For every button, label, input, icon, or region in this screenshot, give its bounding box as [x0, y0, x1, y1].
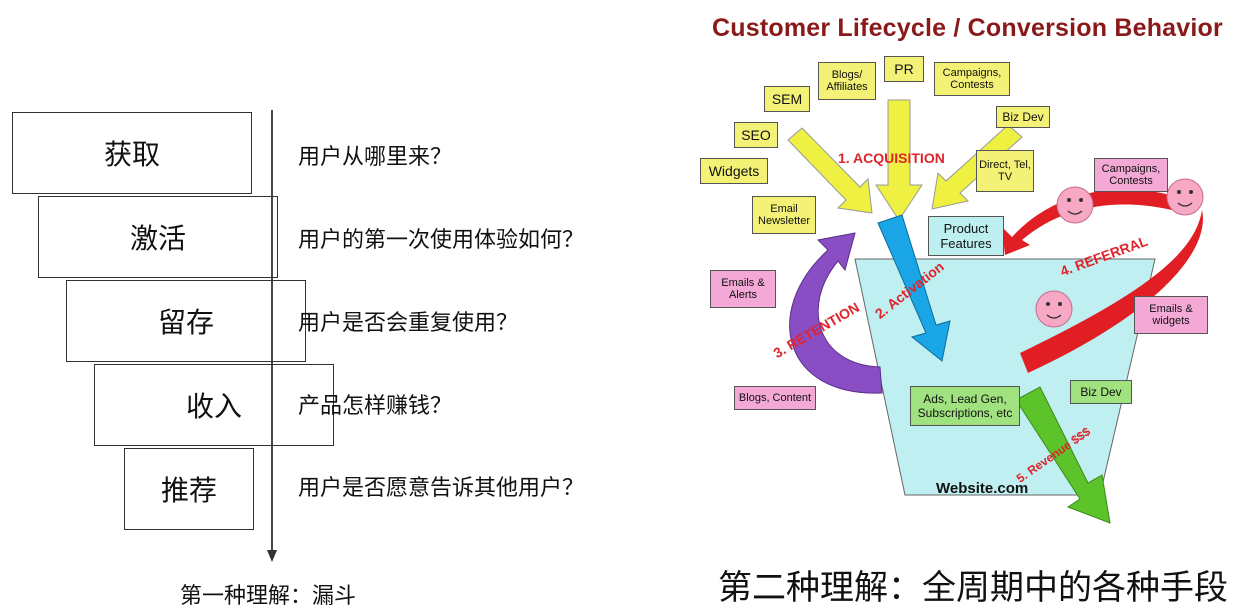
funnel-question: 用户的第一次使用体验如何？ — [298, 228, 585, 253]
funnel-question: 用户是否愿意告诉其他用户？ — [298, 476, 585, 501]
retention-arrow — [789, 232, 883, 394]
smiley-icon — [1035, 178, 1204, 328]
lifecycle-title: Customer Lifecycle / Conversion Behavior — [712, 14, 1223, 42]
source-sem: SEM — [764, 86, 810, 112]
funnel-step-label: 推荐 — [160, 474, 217, 507]
website-label: Website.com — [936, 480, 1029, 497]
funnel-step-label: 激活 — [129, 222, 186, 255]
source-pr: PR — [884, 56, 924, 82]
revenue-arrow — [1015, 386, 1111, 524]
funnel-step-label: 获取 — [103, 138, 160, 171]
source-seo: SEO — [734, 122, 778, 148]
funnel-axis-arrow — [267, 110, 277, 562]
funnel-step-label: 收入 — [185, 390, 242, 423]
funnel-step-retention: 留存 — [66, 280, 306, 362]
funnel-question: 产品怎样赚钱？ — [298, 394, 453, 419]
source-biz-dev: Biz Dev — [996, 106, 1050, 128]
funnel-step-acquisition: 获取 — [12, 112, 252, 194]
revenue-biz-dev: Biz Dev — [1070, 380, 1132, 404]
funnel-step-referral: 推荐 — [124, 448, 254, 530]
retention-emails-alerts: Emails & Alerts — [710, 270, 776, 308]
source-widgets: Widgets — [700, 158, 768, 184]
funnel-caption: 第一种理解：漏斗 — [180, 584, 357, 609]
funnel-step-revenue: 收入 — [94, 364, 334, 446]
lifecycle-caption: 第二种理解：全周期中的各种手段 — [718, 568, 1228, 608]
lifecycle-graphics — [787, 99, 1204, 524]
funnel-question: 用户是否会重复使用？ — [298, 311, 519, 336]
source-email-newsletter: Email Newsletter — [752, 196, 816, 234]
source-blogs: Blogs/ Affiliates — [818, 62, 876, 100]
activation-arrow — [877, 214, 951, 362]
referral-emails-widgets: Emails & widgets — [1134, 296, 1208, 334]
funnel-step-label: 留存 — [157, 306, 214, 339]
retention-blogs-content: Blogs, Content — [734, 386, 816, 410]
source-direct: Direct, Tel, TV — [976, 150, 1034, 192]
source-campaigns: Campaigns, Contests — [934, 62, 1010, 96]
revenue-box: Ads, Lead Gen, Subscriptions, etc — [910, 386, 1020, 426]
funnel-step-activation: 激活 — [38, 196, 278, 278]
referral-arrow — [1020, 210, 1203, 373]
product-features-box: Product Features — [928, 216, 1004, 256]
funnel-question: 用户从哪里来？ — [298, 145, 453, 170]
stage-acquisition-label: 1. ACQUISITION — [838, 150, 945, 166]
referral-campaigns: Campaigns, Contests — [1094, 158, 1168, 192]
